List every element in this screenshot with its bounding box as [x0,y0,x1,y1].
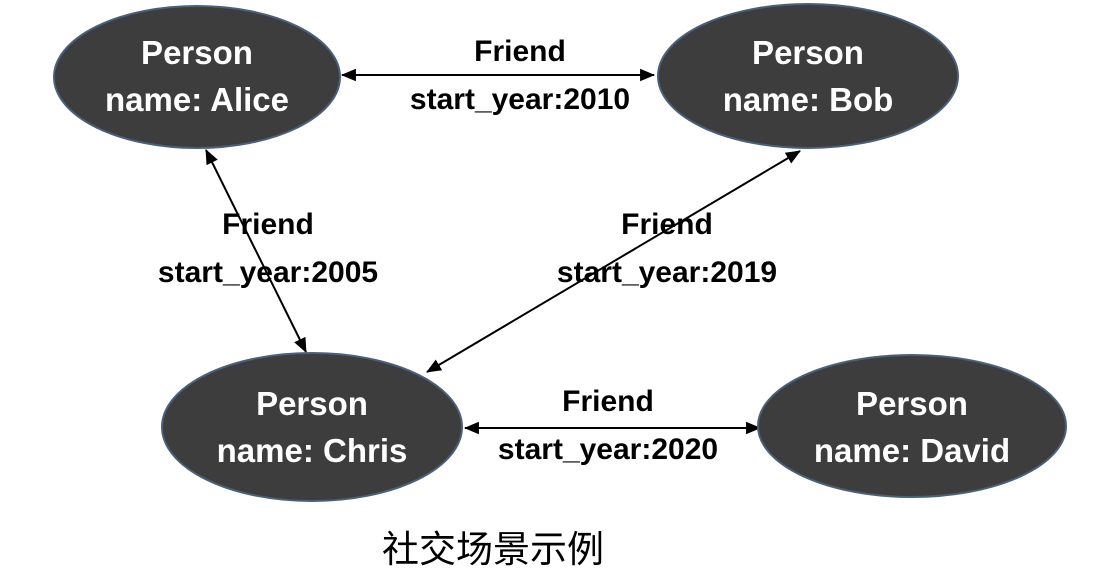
edge-type-label: Friend [474,35,566,68]
node-type-label: Person [141,34,253,71]
node-type-label: Person [752,34,864,71]
diagram-caption: 社交场景示例 [382,529,604,570]
node-name-label: name: David [813,432,1011,469]
node-bob: Person name: Bob [723,29,894,123]
node-type-label: Person [256,385,368,422]
edge-line-bob-chris [426,150,801,373]
node-alice: Person name: Alice [105,29,289,123]
node-ellipse-alice [53,5,341,149]
node-name-label: name: Bob [722,81,894,118]
edge-label-chris-david: Friend start_year:2020 [498,378,718,474]
edge-property-label: start_year:2005 [157,256,379,289]
node-chris: Person name: Chris [217,380,408,474]
node-ellipse-david [757,354,1067,498]
edge-property-label: start_year:2020 [497,433,719,466]
node-type-label: Person [856,385,968,422]
edge-type-label: Friend [562,385,654,418]
edge-label-alice-chris: Friend start_year:2005 [158,201,378,297]
node-ellipse-bob [657,3,959,149]
node-name-label: name: Chris [216,432,408,469]
edge-type-label: Friend [621,208,713,241]
edge-label-alice-bob: Friend start_year:2010 [410,28,630,124]
edge-label-bob-chris: Friend start_year:2019 [557,201,777,297]
node-ellipse-chris [161,352,463,502]
edge-property-label: start_year:2019 [556,256,778,289]
edge-property-label: start_year:2010 [409,83,631,116]
node-name-label: name: Alice [104,81,290,118]
edge-type-label: Friend [222,208,314,241]
edge-line-alice-chris [205,149,307,353]
node-david: Person name: David [814,380,1010,474]
